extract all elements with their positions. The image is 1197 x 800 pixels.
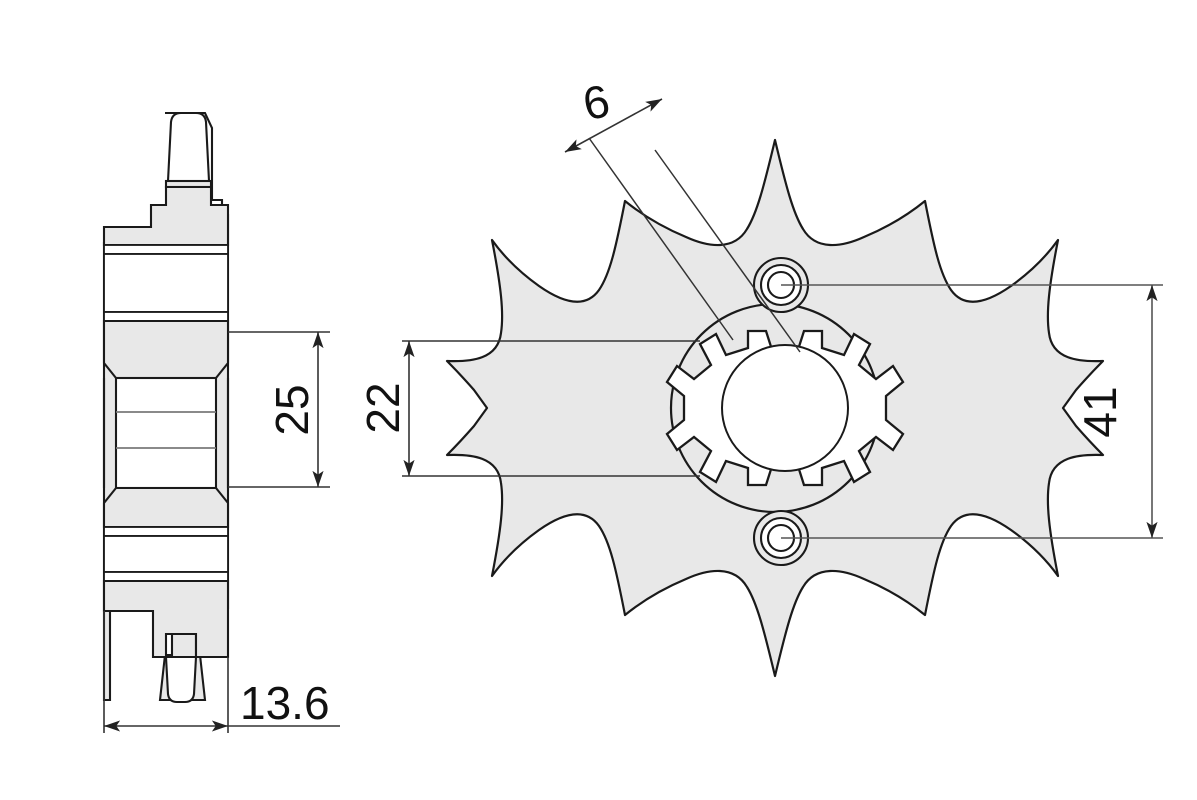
- side-view-band-lower: [103, 526, 229, 537]
- dimension-25: 25: [228, 331, 330, 488]
- dim-136-label: 13.6: [240, 677, 330, 729]
- side-view-hub-chamfer-top: [102, 319, 230, 380]
- dim-41-label: 41: [1074, 386, 1126, 437]
- dimension-41: 41: [781, 284, 1163, 539]
- side-view-body-stack: [102, 111, 230, 704]
- dimension-22: 22: [357, 340, 700, 477]
- dim-22-label: 22: [357, 382, 409, 433]
- bore-inner-circle: [721, 344, 849, 472]
- dim-25-label: 25: [266, 384, 318, 435]
- side-view-plate-upper: [103, 253, 229, 313]
- side-view-band-lower-2: [103, 571, 229, 582]
- side-view-hub-barrel: [114, 376, 218, 490]
- side-view-top-tooth: [166, 111, 211, 183]
- dim-6-leader-a: [588, 137, 734, 341]
- side-view-band-upper: [103, 244, 229, 255]
- side-section-view: 25 13.6: [102, 111, 340, 733]
- front-view: 41 22 6: [357, 74, 1163, 678]
- side-view-plate-lower: [103, 535, 229, 573]
- side-view-band-upper-2: [103, 311, 229, 322]
- dimension-6: 6: [564, 74, 801, 353]
- dim-6-line: [564, 98, 663, 153]
- dim-6-leader-b: [654, 149, 801, 353]
- side-view-lower-shoulder: [102, 579, 230, 659]
- side-view-bottom-tooth: [164, 655, 198, 704]
- side-view-hub-chamfer-bottom: [102, 486, 230, 529]
- dimension-13-6: 13.6: [103, 611, 340, 733]
